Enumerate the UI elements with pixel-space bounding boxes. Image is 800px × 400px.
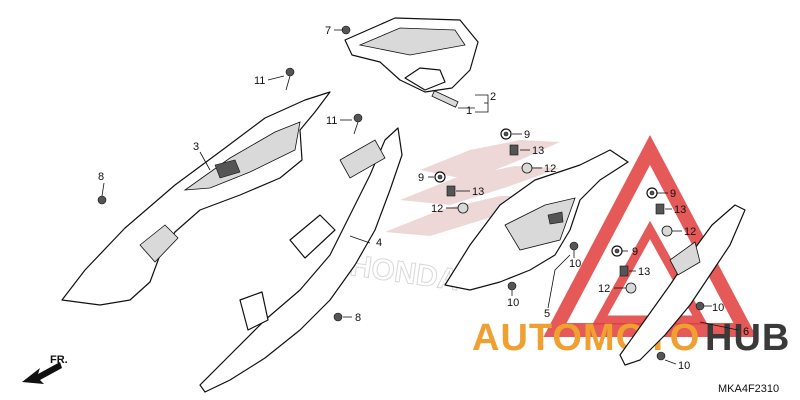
fasteners bbox=[97, 25, 705, 361]
clip-icon bbox=[569, 241, 579, 251]
callout-9: 9 bbox=[418, 172, 424, 184]
callout-2: 2 bbox=[490, 91, 496, 103]
bolt-icon bbox=[655, 203, 665, 215]
callout-11: 11 bbox=[254, 75, 265, 87]
bolt-icon bbox=[97, 195, 107, 205]
washer-icon bbox=[434, 171, 446, 183]
callout-10: 10 bbox=[569, 258, 581, 270]
callout-12: 12 bbox=[598, 283, 610, 295]
bolt-icon bbox=[619, 265, 629, 277]
part-left-side-cover bbox=[61, 91, 331, 306]
callout-10: 10 bbox=[678, 360, 690, 372]
callout-9: 9 bbox=[670, 188, 676, 200]
clip-icon bbox=[656, 351, 666, 361]
screw-icon bbox=[353, 113, 363, 135]
callout-10: 10 bbox=[507, 297, 519, 309]
front-direction-arrow: FR. bbox=[22, 354, 68, 384]
callout-8: 8 bbox=[355, 312, 361, 324]
callout-3: 3 bbox=[193, 141, 199, 153]
callout-6: 6 bbox=[743, 326, 749, 338]
callout-12: 12 bbox=[544, 163, 556, 175]
callout-labels: 1 2 3 4 5 6 7 8 8 9 9 9 9 10 10 10 10 11… bbox=[98, 25, 749, 372]
direction-label: FR. bbox=[50, 354, 68, 366]
bolt-icon bbox=[333, 312, 343, 322]
callout-13: 13 bbox=[638, 266, 650, 278]
callout-9: 9 bbox=[524, 129, 530, 141]
part-center-cover bbox=[199, 127, 403, 393]
callout-10: 10 bbox=[712, 302, 724, 314]
callout-12: 12 bbox=[684, 226, 696, 238]
callout-4: 4 bbox=[376, 237, 382, 249]
part-right-side-cover bbox=[444, 149, 629, 291]
washer-icon bbox=[500, 128, 512, 140]
grommet-icon bbox=[521, 162, 533, 174]
bolt-icon bbox=[509, 144, 519, 156]
callout-8: 8 bbox=[98, 171, 104, 183]
bolt-icon bbox=[446, 185, 456, 197]
washer-icon bbox=[646, 187, 658, 199]
watermark-brand-part2: HUB bbox=[705, 317, 790, 359]
callout-13: 13 bbox=[472, 186, 484, 198]
clip-icon bbox=[507, 281, 517, 291]
callout-5: 5 bbox=[544, 308, 550, 320]
callout-11: 11 bbox=[326, 115, 337, 127]
callout-9: 9 bbox=[632, 246, 638, 258]
part-right-lower-panel bbox=[619, 204, 746, 366]
grommet-icon bbox=[661, 225, 673, 237]
washer-icon bbox=[611, 245, 623, 257]
callout-12: 12 bbox=[431, 203, 443, 215]
honda-wordmark: HONDA bbox=[348, 249, 462, 297]
part-tail-top-cover bbox=[344, 17, 479, 108]
screw-icon bbox=[341, 25, 351, 35]
callout-13: 13 bbox=[674, 204, 686, 216]
diagram-code: MKA4F2310 bbox=[718, 383, 779, 395]
grommet-icon bbox=[457, 202, 469, 214]
callout-1: 1 bbox=[466, 105, 472, 117]
grommet-icon bbox=[625, 282, 637, 294]
callout-7: 7 bbox=[325, 25, 331, 37]
screw-icon bbox=[285, 67, 295, 91]
clip-icon bbox=[695, 301, 705, 311]
callout-13: 13 bbox=[532, 145, 544, 157]
leader-lines bbox=[101, 29, 739, 365]
